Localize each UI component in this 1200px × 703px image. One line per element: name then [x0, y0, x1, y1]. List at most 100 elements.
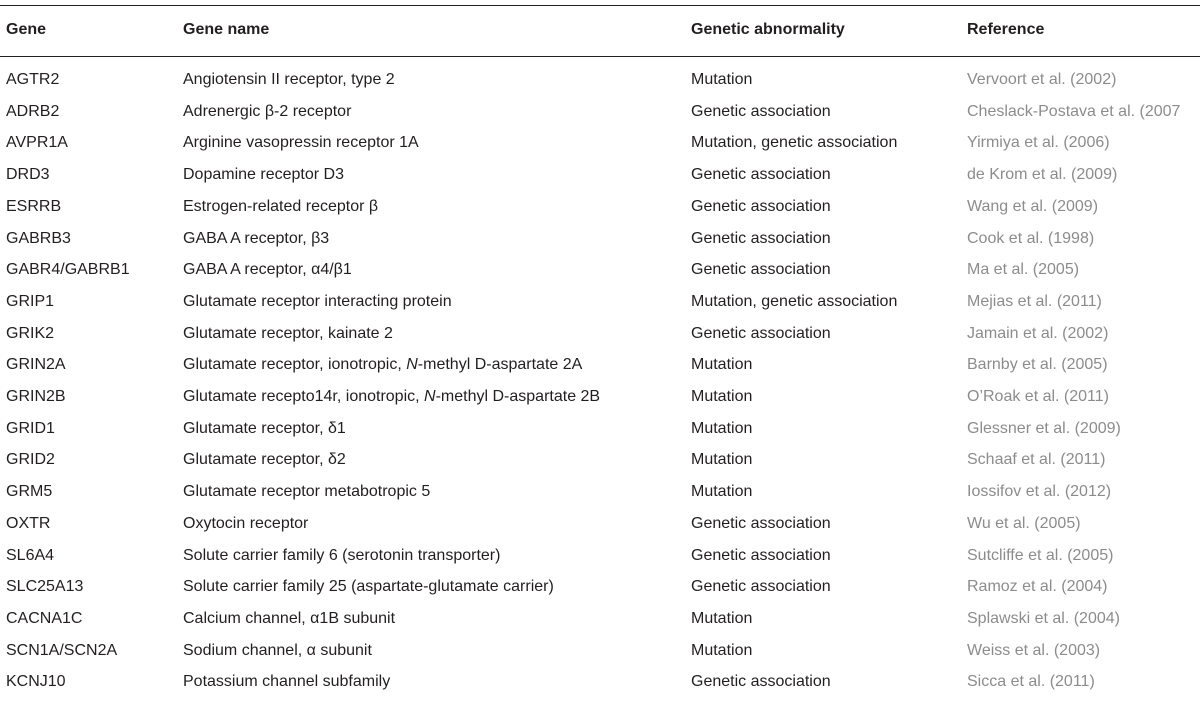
cell-genetic-abnormality: Mutation	[691, 483, 753, 501]
cell-reference[interactable]: Cook et al. (1998)	[967, 229, 1095, 247]
gene-name-part: Glutamate recepto14r, ionotropic,	[183, 388, 425, 405]
cell-gene-name: Adrenergic β-2 receptor	[183, 102, 352, 120]
cell-genetic-abnormality: Genetic association	[691, 261, 831, 279]
cell-genetic-abnormality: Mutation	[691, 609, 753, 627]
cell-gene-name: Potassium channel subfamily	[183, 673, 391, 691]
cell-genetic-abnormality: Genetic association	[691, 102, 831, 120]
table-row: GRIN2A Glutamate receptor, ionotropic, N-…	[0, 354, 1200, 386]
table-row: GRID1 Glutamate receptor, δ1 Mutation Gless…	[0, 418, 1200, 450]
cell-gene: SLC25A13	[6, 578, 84, 596]
cell-reference[interactable]: Ramoz et al. (2004)	[967, 578, 1108, 596]
cell-gene: GRIN2A	[6, 356, 66, 374]
cell-gene: GABRB3	[6, 229, 71, 247]
cell-gene-name: Solute carrier family 25 (aspartate-glut…	[183, 578, 554, 596]
cell-gene: GRID2	[6, 451, 55, 469]
table-row: GABR4/GABRB1 GABA A receptor, α4/β1 Geneti…	[0, 259, 1200, 291]
cell-genetic-abnormality: Mutation	[691, 451, 753, 469]
cell-gene-name: GABA A receptor, α4/β1	[183, 261, 352, 279]
cell-reference[interactable]: Jamain et al. (2002)	[967, 324, 1109, 342]
cell-genetic-abnormality: Mutation	[691, 71, 753, 88]
cell-reference[interactable]: Sutcliffe et al. (2005)	[967, 546, 1114, 564]
cell-reference[interactable]: Wu et al. (2005)	[967, 514, 1081, 532]
cell-gene-name: Solute carrier family 6 (serotonin trans…	[183, 546, 501, 564]
cell-gene-name: Estrogen-related receptor β	[183, 197, 379, 215]
cell-gene: GABR4/GABRB1	[6, 261, 130, 279]
cell-gene: ADRB2	[6, 102, 60, 120]
cell-gene: GRID1	[6, 419, 55, 437]
table-row: ADRB2 Adrenergic β-2 receptor Genetic asso…	[0, 101, 1200, 133]
table-row: GRID2 Glutamate receptor, δ2 Mutation Schaa…	[0, 449, 1200, 481]
cell-reference[interactable]: O’Roak et al. (2011)	[967, 388, 1109, 405]
cell-gene: AGTR2	[6, 71, 60, 88]
table-row: GRIP1 Glutamate receptor interacting prot…	[0, 291, 1200, 323]
header-gene-name: Gene name	[183, 21, 270, 38]
cell-gene-name: Glutamate receptor, δ2	[183, 451, 346, 469]
cell-genetic-abnormality: Genetic association	[691, 546, 831, 564]
cell-genetic-abnormality: Genetic association	[691, 166, 831, 184]
header-gene: Gene	[6, 21, 47, 38]
gene-name-part: -methyl D-aspartate 2B	[435, 388, 601, 405]
cell-gene-name: GABA A receptor, β3	[183, 229, 330, 247]
cell-gene-name: Glutamate receptor interacting protein	[183, 292, 452, 310]
cell-genetic-abnormality: Mutation	[691, 356, 753, 374]
gene-name-part: -methyl D-aspartate 2A	[417, 356, 583, 374]
cell-gene: GRM5	[6, 483, 53, 501]
cell-reference[interactable]: de Krom et al. (2009)	[967, 166, 1118, 184]
gene-name-italic-part: N	[406, 356, 418, 374]
header-genetic-abnormality: Genetic abnormality	[691, 21, 845, 38]
cell-genetic-abnormality: Genetic association	[691, 578, 831, 596]
cell-genetic-abnormality: Mutation, genetic association	[691, 134, 898, 152]
cell-reference[interactable]: Cheslack-Postava et al. (2007	[967, 102, 1181, 120]
cell-gene-name: Oxytocin receptor	[183, 514, 309, 532]
cell-gene: SL6A4	[6, 546, 55, 564]
cell-reference[interactable]: Wang et al. (2009)	[967, 197, 1099, 215]
cell-reference[interactable]: Glessner et al. (2009)	[967, 419, 1121, 437]
cell-gene-name: Glutamate receptor, ionotropic, N-methyl…	[183, 354, 582, 376]
cell-genetic-abnormality: Mutation, genetic association	[691, 292, 898, 310]
cell-reference[interactable]: Vervoort et al. (2002)	[967, 71, 1117, 88]
cell-reference[interactable]: Yirmiya et al. (2006)	[967, 134, 1110, 152]
cell-gene: GRIP1	[6, 292, 55, 310]
cell-genetic-abnormality: Mutation	[691, 388, 753, 405]
cell-reference[interactable]: Barnby et al. (2005)	[967, 356, 1108, 374]
cell-gene: GRIN2B	[6, 388, 66, 405]
cell-gene: SCN1A/SCN2A	[6, 641, 118, 659]
cell-reference[interactable]: Schaaf et al. (2011)	[967, 451, 1106, 469]
table-row: SLC25A13 Solute carrier family 25 (aspart…	[0, 576, 1200, 608]
header-reference: Reference	[967, 21, 1045, 38]
cell-gene-name: Glutamate receptor, kainate 2	[183, 324, 393, 342]
gene-name-part: Glutamate receptor, ionotropic,	[183, 356, 407, 374]
cell-genetic-abnormality: Mutation	[691, 419, 753, 437]
table-header-rule	[0, 56, 1200, 57]
table-row: SL6A4 Solute carrier family 6 (serotonin …	[0, 545, 1200, 577]
cell-reference[interactable]: Iossifov et al. (2012)	[967, 483, 1112, 501]
cell-reference[interactable]: Splawski et al. (2004)	[967, 609, 1120, 627]
cell-gene: GRIK2	[6, 324, 55, 342]
cell-reference[interactable]: Weiss et al. (2003)	[967, 641, 1101, 659]
cell-gene: DRD3	[6, 166, 50, 184]
cell-gene: AVPR1A	[6, 134, 68, 152]
cell-genetic-abnormality: Genetic association	[691, 673, 831, 691]
cell-gene-name: Calcium channel, α1B subunit	[183, 609, 396, 627]
cell-reference[interactable]: Mejias et al. (2011)	[967, 292, 1102, 310]
cell-genetic-abnormality: Genetic association	[691, 514, 831, 532]
cell-genetic-abnormality: Genetic association	[691, 229, 831, 247]
cell-reference[interactable]: Sicca et al. (2011)	[967, 673, 1095, 691]
table-row: GABRB3 GABA A receptor, β3 Genetic associa…	[0, 228, 1200, 260]
cell-gene-name: Sodium channel, α subunit	[183, 641, 372, 659]
cell-gene-name: Glutamate receptor, δ1	[183, 419, 346, 437]
table-header-row: Gene Gene name Genetic abnormality Refer…	[0, 19, 1200, 43]
cell-reference[interactable]: Ma et al. (2005)	[967, 261, 1080, 279]
table-row: GRIN2B Glutamate recepto14r, ionotropic, …	[0, 386, 1200, 418]
cell-gene-name: Glutamate recepto14r, ionotropic, N-meth…	[183, 386, 600, 408]
cell-gene: ESRRB	[6, 197, 62, 215]
